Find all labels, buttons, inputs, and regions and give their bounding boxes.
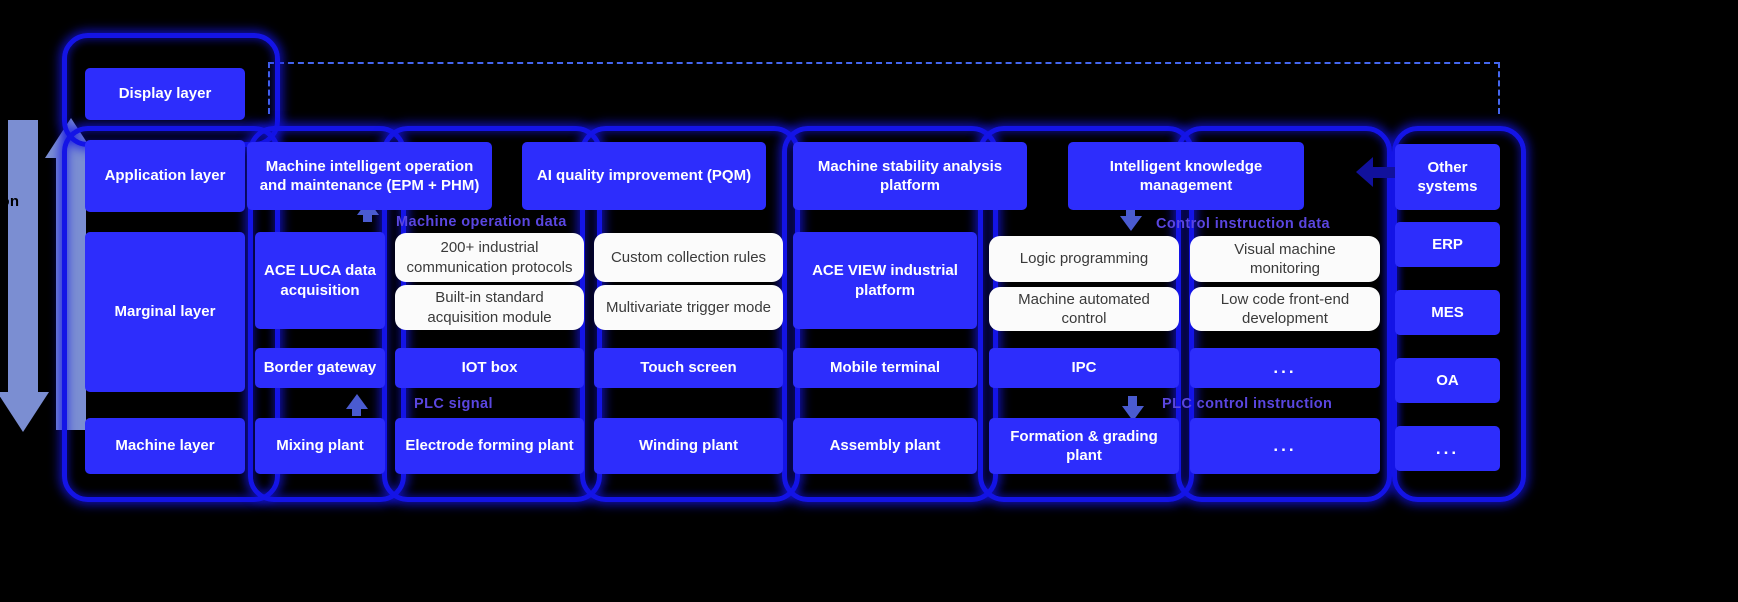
arrow-head-left xyxy=(1356,157,1373,187)
control-instruction-arrow-stem xyxy=(1126,206,1135,218)
card-multivariate-trigger-mode[interactable]: Multivariate trigger mode xyxy=(594,285,783,330)
card-logic-programming[interactable]: Logic programming xyxy=(989,236,1179,282)
machine-layer-label[interactable]: Machine layer xyxy=(85,418,245,474)
caption-plc-control-instruction: PLC control instruction xyxy=(1162,396,1333,412)
device-iot-box[interactable]: IOT box xyxy=(395,348,584,388)
device-ipc[interactable]: IPC xyxy=(989,348,1179,388)
flow-arrows-left: ation xyxy=(0,108,97,438)
plant-mixing[interactable]: Mixing plant xyxy=(255,418,385,474)
plc-signal-arrow-head xyxy=(346,394,368,409)
plant-assembly[interactable]: Assembly plant xyxy=(793,418,977,474)
app-item-knowledge[interactable]: Intelligent knowledge management xyxy=(1068,142,1304,210)
right-system-more[interactable]: ... xyxy=(1395,426,1500,471)
caption-plc-signal: PLC signal xyxy=(414,396,493,412)
app-item-epm-phm[interactable]: Machine intelligent operation and mainte… xyxy=(247,142,492,210)
app-item-stability[interactable]: Machine stability analysis platform xyxy=(793,142,1027,210)
machine-operation-arrow-stem xyxy=(363,210,372,222)
caption-machine-operation-data: Machine operation data xyxy=(396,214,567,230)
device-mobile-terminal[interactable]: Mobile terminal xyxy=(793,348,977,388)
card-industrial-protocols[interactable]: 200+ industrial communication protocols xyxy=(395,233,584,282)
caption-control-instruction-data: Control instruction data xyxy=(1156,216,1330,232)
app-item-pqm[interactable]: AI quality improvement (PQM) xyxy=(522,142,766,210)
right-system-other[interactable]: Other systems xyxy=(1395,144,1500,210)
application-layer-label[interactable]: Application layer xyxy=(85,140,245,212)
plc-signal-arrow-stem xyxy=(352,404,361,416)
plant-electrode-forming[interactable]: Electrode forming plant xyxy=(395,418,584,474)
plant-more[interactable]: ... xyxy=(1190,418,1380,474)
card-visual-machine-monitoring[interactable]: Visual machine monitoring xyxy=(1190,236,1380,282)
ace-view-platform[interactable]: ACE VIEW industrial platform xyxy=(793,232,977,329)
card-low-code-development[interactable]: Low code front-end development xyxy=(1190,287,1380,331)
device-touch-screen[interactable]: Touch screen xyxy=(594,348,783,388)
plant-winding[interactable]: Winding plant xyxy=(594,418,783,474)
downward-flow-arrow xyxy=(0,120,49,432)
right-system-oa[interactable]: OA xyxy=(1395,358,1500,403)
display-layer-dashed-frame xyxy=(268,62,1500,114)
card-machine-automated-control[interactable]: Machine automated control xyxy=(989,287,1179,331)
marginal-layer-label[interactable]: Marginal layer xyxy=(85,232,245,392)
card-builtin-acquisition-module[interactable]: Built-in standard acquisition module xyxy=(395,285,584,330)
device-border-gateway[interactable]: Border gateway xyxy=(255,348,385,388)
card-custom-collection-rules[interactable]: Custom collection rules xyxy=(594,233,783,282)
device-more[interactable]: ... xyxy=(1190,348,1380,388)
right-system-mes[interactable]: MES xyxy=(1395,290,1500,335)
arrow-stem xyxy=(1373,166,1401,178)
ace-luca-platform[interactable]: ACE LUCA data acquisition xyxy=(255,232,385,329)
control-instruction-arrow-head xyxy=(1120,216,1142,231)
right-system-erp[interactable]: ERP xyxy=(1395,222,1500,267)
plant-formation-grading[interactable]: Formation & grading plant xyxy=(989,418,1179,474)
plc-control-arrow-head xyxy=(1122,406,1144,421)
plc-control-arrow-stem xyxy=(1128,396,1137,408)
upward-flow-arrow xyxy=(45,118,97,430)
display-layer-box[interactable]: Display layer xyxy=(85,68,245,120)
cropped-left-label: ation xyxy=(0,193,20,210)
